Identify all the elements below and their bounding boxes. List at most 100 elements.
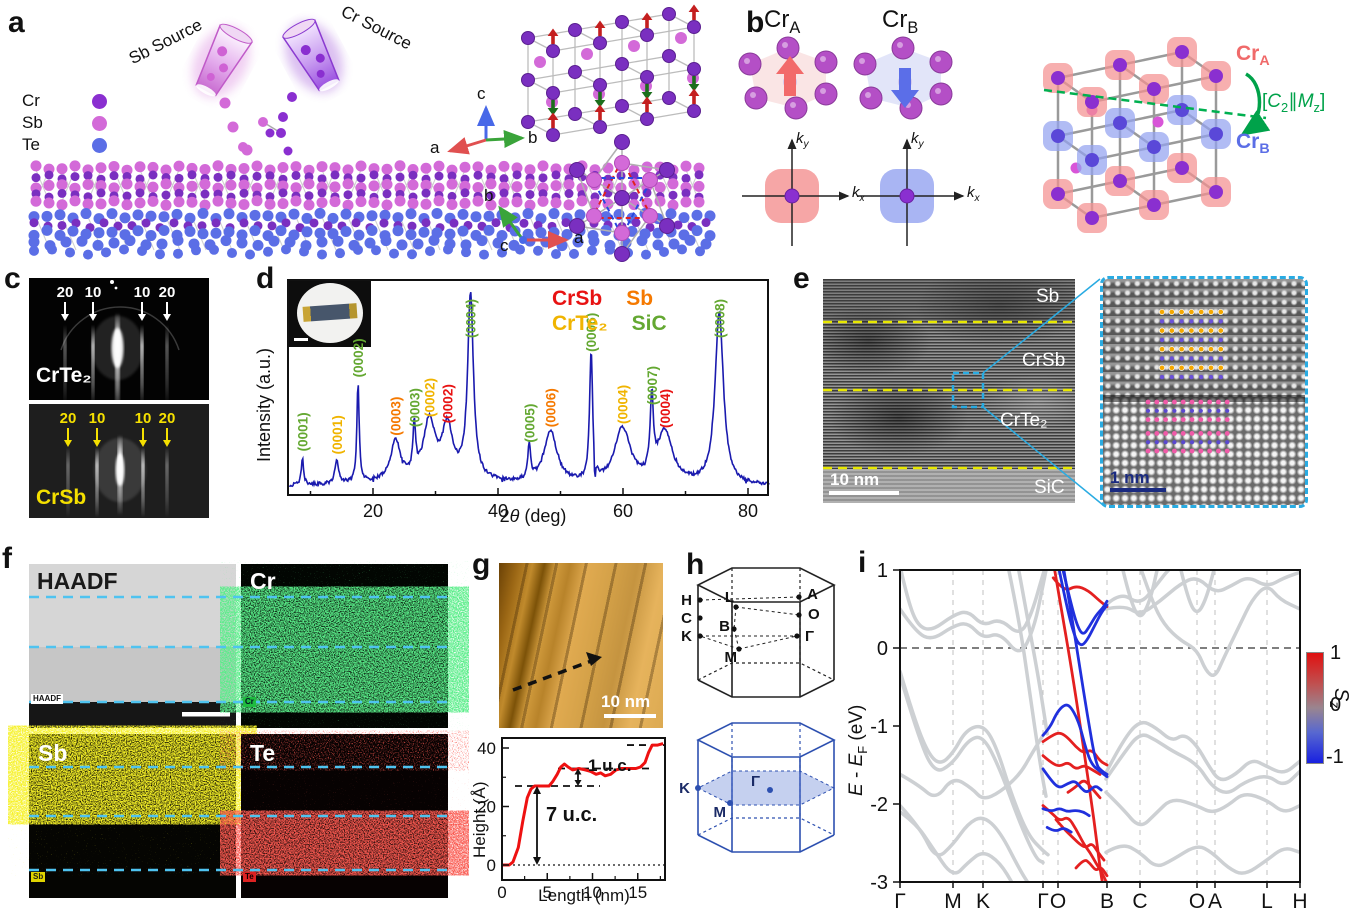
afm-scalebar-label: 10 nm — [601, 692, 651, 711]
spin-up-arrow-icon — [688, 4, 700, 20]
rheed-index-label: 20 — [159, 410, 176, 427]
xrd-xtick-label: 80 — [738, 501, 758, 521]
band-ytick-label: 0 — [877, 638, 888, 660]
panel-label-h: h — [686, 548, 705, 581]
band-gray — [901, 804, 1029, 881]
seven-uc-annotation: 7 u.c. — [546, 804, 598, 826]
legend-row: Te — [22, 134, 107, 156]
ky-label-a: ky — [796, 130, 809, 150]
legend-row: Cr — [22, 90, 107, 112]
spin-down-arrow-icon — [688, 76, 700, 92]
map-label-haadf: HAADF — [37, 568, 118, 594]
afm-image — [499, 563, 663, 728]
profile-ytick-label: 40 — [477, 739, 496, 758]
spin-up-arrow-icon — [547, 28, 559, 44]
band-spin-up — [1074, 859, 1109, 878]
cr-source-label: Cr Source — [338, 1, 415, 54]
tem-inset — [1100, 276, 1308, 508]
rheed-crte2-label: CrTe₂ — [36, 364, 92, 387]
band-xtick-label: Γ — [894, 890, 906, 913]
ky-label-b: ky — [911, 130, 924, 150]
band-ytick-label: -2 — [870, 794, 888, 816]
effusion-cell-icon — [281, 18, 344, 93]
kx-label-a: kx — [852, 184, 865, 204]
band-xtick-label: B — [1100, 890, 1114, 913]
cr-b-lattice-label: CrB — [1236, 130, 1270, 158]
kx-label-b: kx — [967, 184, 980, 204]
haadf-scalebar — [182, 712, 230, 717]
spin-down-arrow-icon — [641, 84, 653, 100]
panel-label-g: g — [472, 548, 491, 581]
band-spin-up — [1066, 779, 1102, 800]
rheed-index-label: 10 — [135, 410, 152, 427]
xrd-xtick-label: 20 — [363, 501, 383, 521]
band-spin-up — [1041, 754, 1102, 776]
profile-xtick-label: 0 — [497, 883, 506, 902]
haadf-mini-tag: HAADF — [31, 694, 63, 704]
xrd-legend-item: SiC — [631, 312, 667, 335]
panel-a-graphics — [28, 4, 716, 262]
xrd-peak-label: (0001) — [295, 412, 310, 451]
band-xtick-label: L — [1261, 890, 1273, 913]
axis2-b-label: b — [484, 186, 494, 205]
legend-row: Sb — [22, 112, 107, 134]
band-gray — [1007, 571, 1048, 798]
panel-label-b: b — [746, 6, 765, 39]
band-xtick-label: A — [1208, 890, 1222, 913]
band-xtick-label: O — [1189, 890, 1205, 913]
layer-label-crsb: CrSb — [1022, 350, 1066, 371]
band-gray — [1121, 571, 1159, 618]
sb-mini-tag: Sb — [31, 872, 46, 882]
xrd-peak-label: (0004) — [615, 385, 630, 424]
band-xtick-label: C — [1132, 890, 1147, 913]
legend-atom-icon — [92, 115, 107, 131]
bz-point-label: M — [714, 804, 727, 821]
bz-point-label: B — [719, 618, 730, 635]
axis-c-label: c — [477, 84, 486, 103]
inset-upper-lattice — [1103, 279, 1305, 397]
c2mz-arrow-icon — [1240, 72, 1271, 136]
axis2-c-label: c — [500, 236, 509, 255]
band-gray — [1017, 571, 1049, 736]
band-spin-down — [1057, 571, 1109, 647]
panel-label-c: c — [4, 262, 21, 295]
panel-label-a: a — [8, 6, 25, 39]
band-xtick-label: O — [1050, 890, 1066, 913]
colorbar-mid-label: 0 — [1330, 694, 1342, 716]
xrd-peak-label: (0006) — [544, 388, 559, 427]
band-spin-down — [1045, 826, 1073, 834]
band-spin-up — [1054, 818, 1106, 862]
xrd-peak-label: (0004) — [658, 389, 673, 428]
band-spin-down — [1041, 807, 1091, 818]
xrd-peak-label: (0008) — [712, 299, 727, 338]
band-gray — [1104, 844, 1299, 875]
bz-point-label: K — [679, 780, 690, 797]
band-gray — [1104, 571, 1171, 607]
cr-a-lattice-label: CrA — [1236, 42, 1270, 70]
profile-ylabel: Height (Å) — [470, 781, 489, 858]
layer-label-sic: SiC — [1034, 477, 1065, 498]
bz-point-label: Γ — [805, 628, 814, 645]
band-gray — [1139, 571, 1299, 677]
inset-interface-line — [1103, 395, 1305, 402]
band-xtick-label: M — [944, 890, 962, 913]
xrd-peak-label: (0002) — [440, 384, 455, 423]
band-xtick-label: Γ — [1037, 890, 1049, 913]
rheed-index-label: 10 — [134, 284, 151, 301]
te-mini-tag: Te — [243, 872, 256, 882]
bz-point-label: L — [725, 589, 734, 606]
panel-b-graphics — [738, 36, 1271, 246]
photo-scalebar — [294, 338, 308, 341]
panel-label-e: e — [793, 262, 810, 295]
band-spin-down — [1061, 571, 1109, 635]
panel-f-eds — [29, 564, 448, 898]
xrd-legend-item: CrTe₂ — [552, 312, 608, 335]
band-ylabel: E - EF (eV) — [846, 704, 870, 796]
band-gray — [901, 571, 1047, 633]
band-ytick-label: 1 — [877, 560, 888, 582]
band-gray — [1104, 790, 1299, 827]
legend-atom-icon — [92, 93, 107, 109]
